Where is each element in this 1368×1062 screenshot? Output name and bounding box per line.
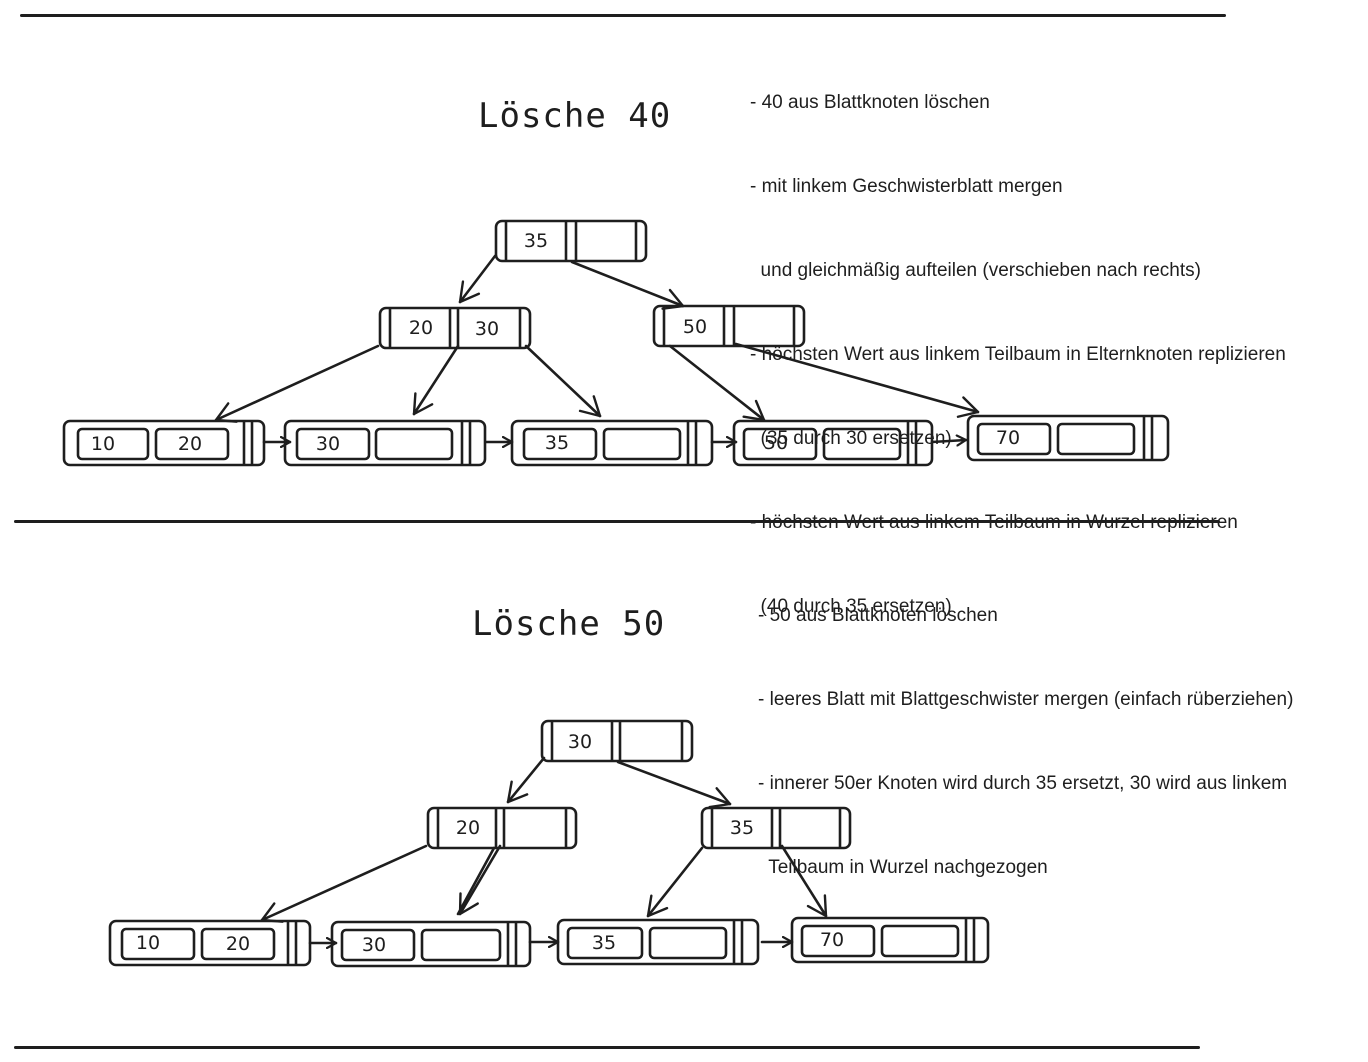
node-key: 35 xyxy=(524,230,548,252)
edge-inner-to-leaf-1 xyxy=(260,844,428,923)
edge-inner-to-leaf-5 xyxy=(734,342,980,418)
note-line: (40 durch 35 ersetzen) xyxy=(750,596,952,617)
node-key: 35 xyxy=(592,932,616,954)
note-line: - 50 aus Blattknoten löschen xyxy=(758,605,998,626)
node-key: 35 xyxy=(730,817,754,839)
edge-inner-to-leaf-2 xyxy=(412,344,460,416)
note-line: und gleichmäßig aufteilen (verschieben n… xyxy=(750,260,1201,281)
node-key: 20 xyxy=(409,317,433,339)
separator-bottom xyxy=(14,1046,1200,1049)
edge-root-to-inner-right xyxy=(616,760,732,809)
leaf-node: 10 20 xyxy=(108,919,312,967)
edge-inner-to-leaf-2b xyxy=(456,846,496,916)
node-key: 70 xyxy=(820,929,844,951)
node-key: 30 xyxy=(475,318,499,340)
node-key: 30 xyxy=(568,731,592,753)
edge-inner-to-leaf-4 xyxy=(780,844,828,918)
note-line: - mit linkem Geschwisterblatt mergen xyxy=(750,176,1063,197)
node-key: 70 xyxy=(996,427,1020,449)
inner-node-right: 35 xyxy=(700,806,852,850)
edge-inner-to-leaf-3 xyxy=(524,344,602,418)
edge-inner-to-leaf-2 xyxy=(458,844,502,916)
node-key: 10 xyxy=(136,932,160,954)
edge-inner-to-leaf-1 xyxy=(214,344,380,423)
node-key: 50 xyxy=(683,316,707,338)
edge-root-to-inner-right xyxy=(570,260,685,310)
inner-node-left: 20 30 xyxy=(378,306,532,350)
leaf-node: 50 xyxy=(732,419,934,467)
node-key: 30 xyxy=(362,934,386,956)
leaf-node: 30 xyxy=(283,419,487,467)
inner-node-left: 20 xyxy=(426,806,578,850)
node-key: 35 xyxy=(545,432,569,454)
node-key: 20 xyxy=(456,817,480,839)
edge-inner-to-leaf-4 xyxy=(668,344,766,422)
node-key: 30 xyxy=(316,433,340,455)
root-node: 35 xyxy=(494,219,648,263)
leaf-link xyxy=(930,440,968,442)
node-key: 20 xyxy=(226,933,250,955)
root-node: 30 xyxy=(540,719,694,763)
leaf-node: 70 xyxy=(966,414,1170,462)
note-line: - höchsten Wert aus linkem Teilbaum in E… xyxy=(750,344,1286,365)
tree-section-2: 30 20 35 10 20 xyxy=(108,719,990,968)
node-key: 20 xyxy=(178,433,202,455)
note-line: - leeres Blatt mit Blattgeschwister merg… xyxy=(758,689,1294,710)
node-key: 50 xyxy=(764,432,788,454)
tree-section-1: 35 20 30 50 10 20 xyxy=(62,219,1170,467)
section-1-notes: - 40 aus Blattknoten löschen - mit linke… xyxy=(750,33,1286,649)
note-line: - höchsten Wert aus linkem Teilbaum in W… xyxy=(750,512,1238,533)
leaf-node: 35 xyxy=(510,419,714,467)
note-line: - 40 aus Blattknoten löschen xyxy=(750,92,990,113)
node-key: 10 xyxy=(91,433,115,455)
inner-node-right: 50 xyxy=(652,304,806,348)
section-2-notes: - 50 aus Blattknoten löschen - leeres Bl… xyxy=(758,546,1293,910)
edge-root-to-inner-left xyxy=(506,756,546,804)
edge-inner-to-leaf-3 xyxy=(646,846,704,918)
leaf-node: 10 20 xyxy=(62,419,266,467)
separator-middle xyxy=(14,520,1220,523)
section-2-title: Lösche 50 xyxy=(472,604,666,644)
leaf-node: 35 xyxy=(556,918,760,966)
section-1-title: Lösche 40 xyxy=(478,96,672,136)
leaf-node: 70 xyxy=(790,916,990,964)
leaf-node: 30 xyxy=(330,920,532,968)
note-line: - innerer 50er Knoten wird durch 35 erse… xyxy=(758,773,1288,794)
separator-top xyxy=(20,14,1226,17)
edge-root-to-inner-left xyxy=(458,254,497,304)
note-line: Teilbaum in Wurzel nachgezogen xyxy=(758,857,1048,878)
